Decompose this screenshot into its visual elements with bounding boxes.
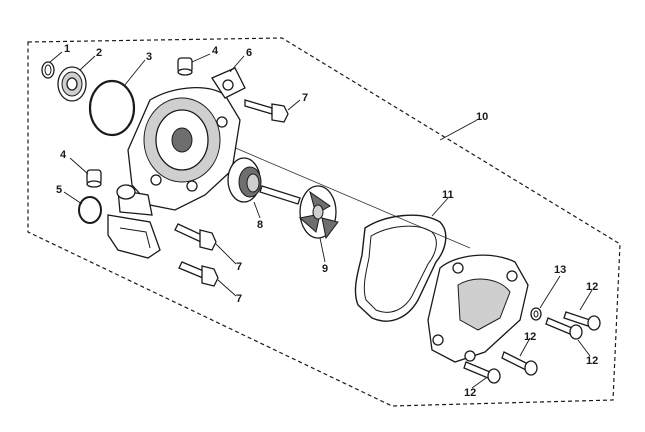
impeller-and-shaft: [259, 185, 339, 240]
large-o-ring: [88, 79, 136, 137]
callout-7-upper: 7: [302, 92, 308, 104]
bolt-upper: [244, 99, 289, 123]
callout-12-d: 12: [464, 387, 476, 399]
socket-bolt-4: [463, 361, 501, 384]
callout-13: 13: [554, 264, 566, 276]
socket-bolt-3: [501, 351, 538, 376]
bolt-lower: [178, 261, 219, 287]
callout-8: 8: [257, 219, 263, 231]
bolt-middle: [174, 223, 217, 251]
assembly-boundary: [27, 37, 621, 407]
callout-11: 11: [442, 189, 454, 201]
callout-2: 2: [96, 47, 102, 59]
circlip: [41, 61, 55, 79]
callout-12-c: 12: [524, 331, 536, 343]
small-o-ring: [78, 196, 102, 224]
callout-4-lower: 4: [60, 149, 67, 161]
sealing-washer: [530, 307, 542, 321]
pump-cover: [427, 254, 529, 363]
leader-lines: [49, 51, 593, 389]
callout-12-a: 12: [586, 281, 598, 293]
cover-gasket: [354, 214, 447, 322]
callout-5: 5: [56, 184, 62, 196]
cover-gasket-inner: [363, 225, 437, 313]
callout-1: 1: [64, 43, 70, 55]
callout-3: 3: [146, 51, 152, 63]
callout-7-middle: 7: [236, 261, 242, 273]
callout-12-b: 12: [586, 355, 598, 367]
callout-9: 9: [322, 263, 328, 275]
pump-body: [107, 67, 246, 259]
callout-7-lower: 7: [236, 293, 242, 305]
callout-4-upper: 4: [212, 45, 219, 57]
dowel-pin-lower: [86, 169, 102, 188]
callout-10: 10: [476, 111, 488, 123]
callout-6: 6: [246, 47, 252, 59]
socket-bolt-1: [563, 311, 601, 331]
bearing: [57, 66, 87, 102]
mechanical-seal: [227, 157, 262, 203]
socket-bolt-2: [545, 317, 583, 340]
dowel-pin-upper: [177, 57, 193, 76]
